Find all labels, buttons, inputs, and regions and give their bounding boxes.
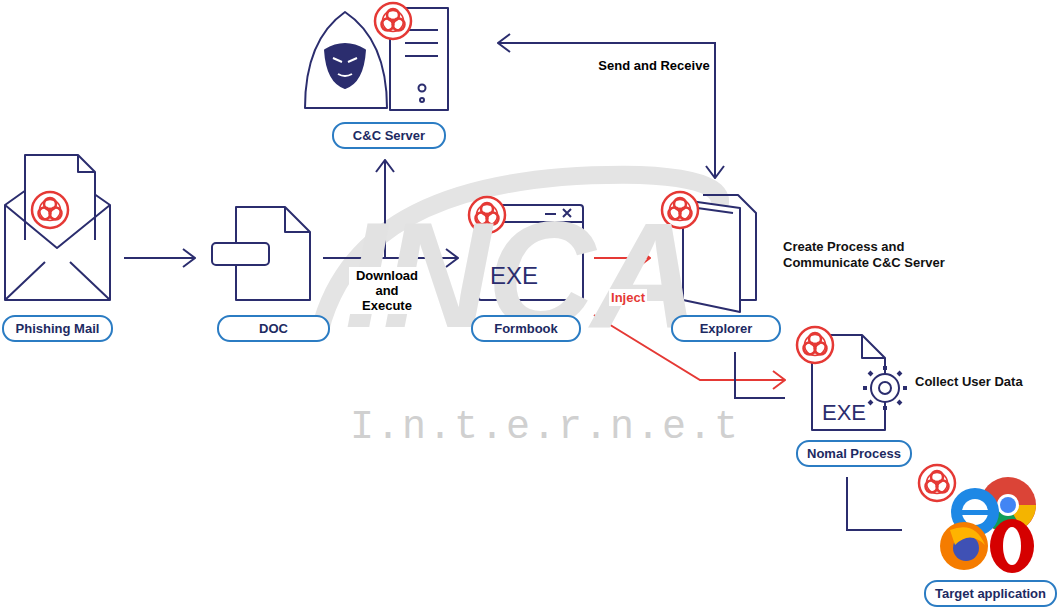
connector [847,477,902,530]
edge-label: Inject [609,289,647,306]
annotation: I.n.t.e.r.n.e.t [350,405,770,450]
label-pill: DOC [217,315,330,342]
label-pill: Target application [924,580,1057,607]
edge-label: Send and Receive [596,57,711,74]
node-label: Phishing Mail [16,321,100,336]
edge-label: Download and Execute [349,267,425,314]
annotation: Collect User Data [915,374,1035,389]
node-region: Nomal Process [795,322,912,467]
label-pill: Explorer [671,315,781,342]
annotation: EXE [822,400,872,426]
node-label: Formbook [494,321,558,336]
label-pill: Formbook [471,315,581,342]
connector [498,43,715,178]
node-label: C&C Server [353,128,425,143]
annotation: EXE [490,262,550,290]
connector [124,257,195,259]
label-pill: Phishing Mail [2,315,113,342]
annotation: Create Process and Communicate C&C Serve… [783,239,963,271]
node-label: Target application [935,586,1046,601]
node-label: Explorer [700,321,753,336]
node-region: Target application [912,458,1056,607]
node-region: Phishing Mail [2,150,114,342]
node-region: DOC [205,203,313,342]
label-pill: Nomal Process [796,440,912,467]
label-pill: C&C Server [332,122,446,149]
node-region: C&C Server [298,2,453,150]
node-region: Explorer [660,188,783,342]
node-label: DOC [259,321,288,336]
node-label: Nomal Process [807,446,901,461]
connector [735,352,785,398]
